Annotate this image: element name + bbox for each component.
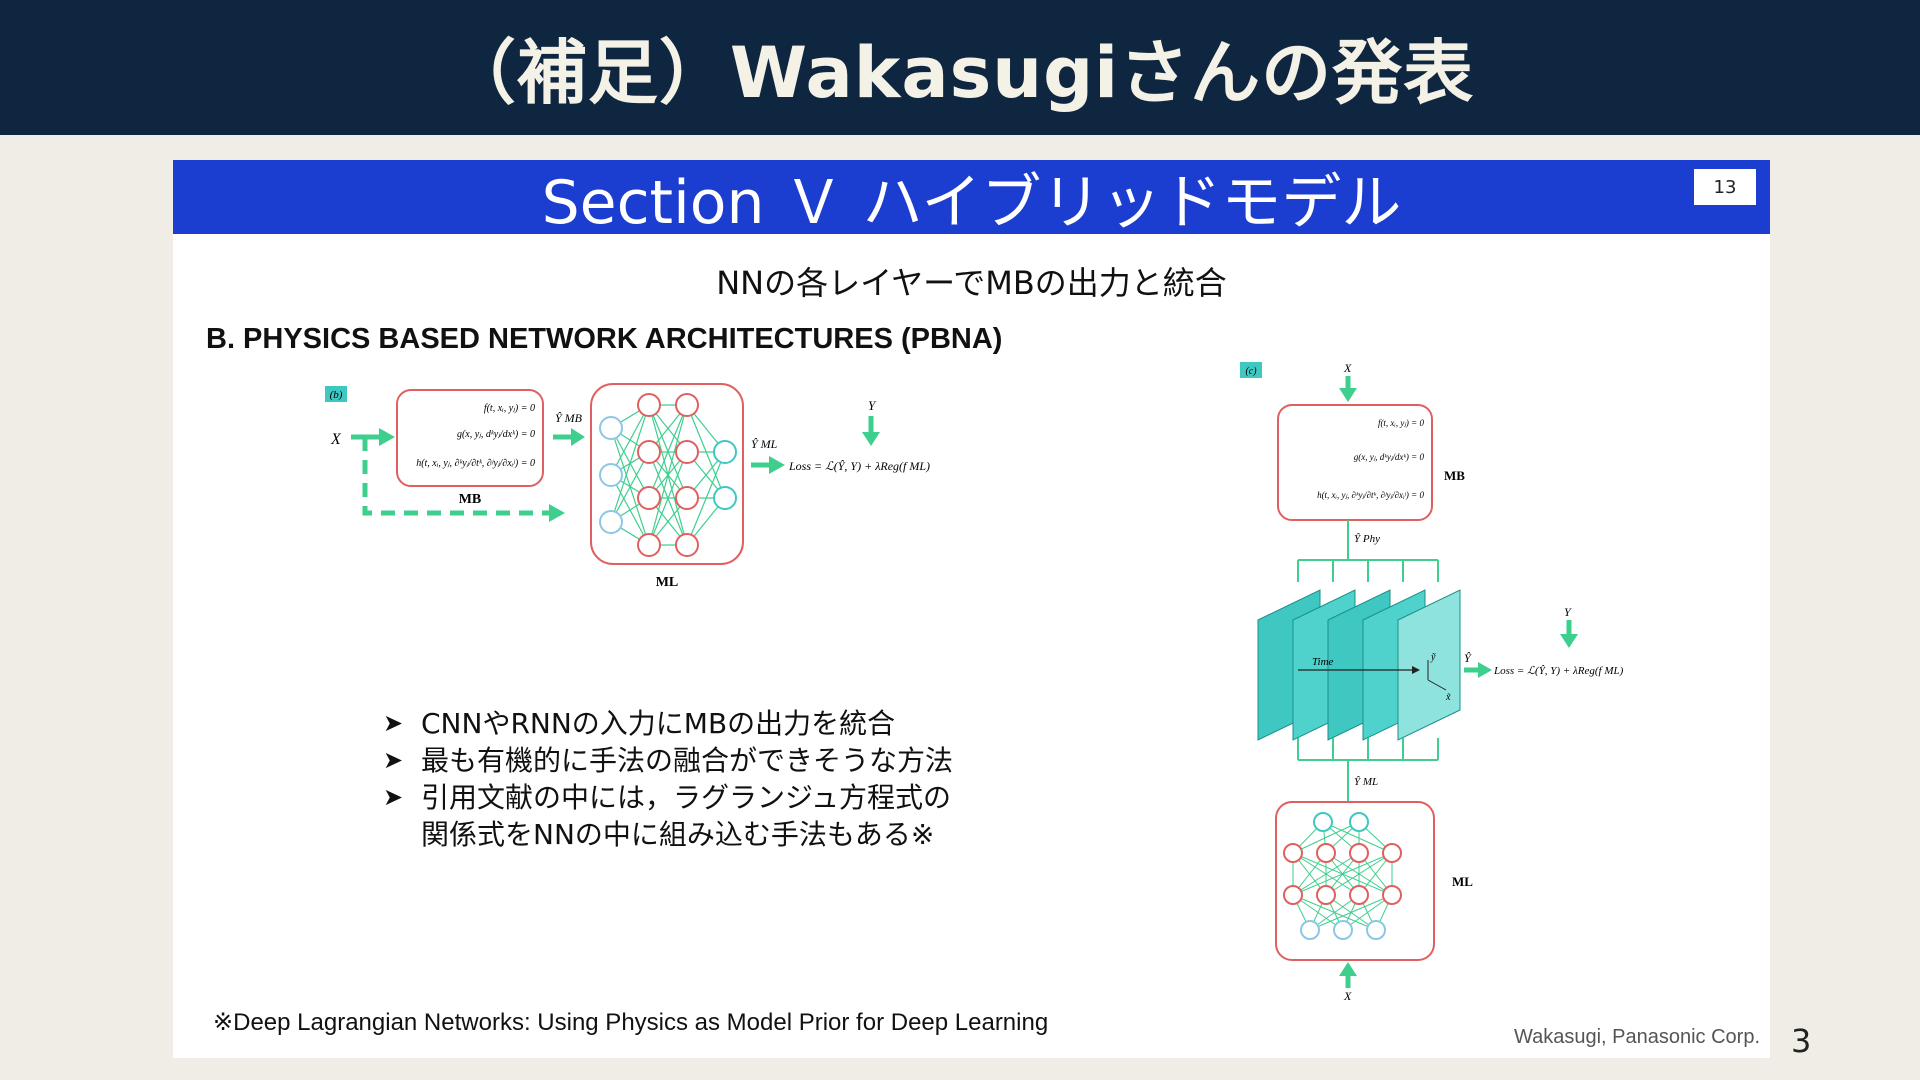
diagram-c-nn-nodes [1283,812,1402,940]
diagram-c-eq1: f(t, xᵢ, yⱼ) = 0 [1378,418,1425,428]
slide-number: 13 [1694,169,1756,205]
bullet-item: 最も有機的に手法の融合ができそうな方法 [383,742,953,779]
diagram-c-mb-box [1277,404,1433,521]
arrow-mb-to-ml-head [571,428,585,446]
credit: Wakasugi, Panasonic Corp. [1513,1026,1760,1048]
diagram-c-y-ml: Ŷ ML [1354,776,1378,788]
diagram-c-y-phy: Ŷ Phy [1354,533,1380,545]
diagram-b-input: X [330,431,342,448]
diagram-c-axis-x-label: x̃ [1445,692,1451,703]
header-title: （補足）Wakasugiさんの発表 [445,32,1475,114]
arrow-c-out-head [1478,662,1492,678]
diagram-b: (b) X f(t, xᵢ, yⱼ) = 0 g(x, yⱼ, dᵏyⱼ/dxᵏ… [325,383,930,590]
diagram-c-axis-y-label: ỹ [1430,652,1436,663]
diagram-b-eq2: g(x, yⱼ, dᵏyⱼ/dxᵏ) = 0 [457,429,535,440]
diagram-b-target: Y [868,398,877,413]
diagram-c-axis-x [1427,679,1447,691]
arrow-c-x-up-head [1339,962,1357,976]
arrow-c-y-down-head [1560,634,1578,648]
bullet-item: 引用文献の中には，ラグランジュ方程式の [383,779,953,816]
header-bar: （補足）Wakasugiさんの発表 [0,0,1920,135]
diagram-c-ml-box [1275,801,1435,961]
diagram-c-ml-label: ML [1452,874,1473,889]
diagram-b-eq1: f(t, xᵢ, yⱼ) = 0 [484,403,535,414]
diagram-b-loss: Loss = ℒ(Ŷ, Y) + λReg(f ML) [788,459,930,473]
footnote: ※Deep Lagrangian Networks: Using Physics… [213,1009,1049,1036]
diagram-b-y-mb: Ŷ MB [555,411,583,425]
diagram-b-tag-bg [325,386,347,402]
diagram-c-ml-fanin [1297,738,1439,761]
diagram-c-layer-stack [1257,589,1461,741]
arrow-y-down-head [862,432,880,446]
diagram-c: (c) X f(t, xᵢ, yⱼ) = 0 g(x, yⱼ, dᵏyⱼ/dxᵏ… [1240,361,1624,1000]
bullet-item: CNNやRNNの入力にMBの出力を統合 [383,705,953,742]
section-bar: Section Ｖ ハイブリッドモデル 13 [173,160,1770,238]
diagram-c-tag-bg [1240,362,1262,378]
diagram-c-target: Y [1564,605,1572,619]
diagram-c-eq2: g(x, yⱼ, dᵏyⱼ/dxᵏ) = 0 [1354,452,1425,462]
diagram-c-mb-label: MB [1444,468,1465,483]
pbna-heading: B. PHYSICS BASED NETWORK ARCHITECTURES (… [206,323,1003,355]
bullet-item-continuation: 関係式をNNの中に組み込む手法もある※ [421,818,935,851]
diagram-c-input-bottom: X [1343,989,1352,1000]
diagram-c-y-hat: Ŷ [1464,651,1472,665]
diagram-b-ml-label: ML [656,575,679,590]
diagram-c-eq3: h(t, xᵢ, yⱼ, ∂ᵏyⱼ/∂tᵏ, ∂ʲyⱼ/∂xᵢʲ) = 0 [1317,490,1424,500]
diagram-c-phy-fanout [1297,559,1439,582]
diagram-c-time-axis-head [1412,666,1420,674]
diagram-b-mb-label: MB [459,492,482,507]
arrow-ml-to-loss-head [769,456,785,474]
arrow-bypass-dashed [362,437,551,516]
diagram-c-time-label: Time [1312,656,1334,668]
arrow-c-x-down-head [1339,388,1357,402]
diagram-b-eq3: h(t, xᵢ, yⱼ, ∂ᵏyⱼ/∂tᵏ, ∂ʲyⱼ/∂xᵢʲ) = 0 [416,458,535,469]
diagram-b-mb-box [396,389,544,487]
diagram-c-tag: (c) [1245,366,1257,377]
diagram-b-tag: (b) [330,389,343,401]
slide-subtitle: NNの各レイヤーでMBの出力と統合 [716,264,1227,302]
arrow-x-to-mb-head [379,428,395,446]
diagram-b-nn-nodes [599,393,737,557]
diagram-c-loss: Loss = ℒ(Ŷ, Y) + λReg(f ML) [1493,665,1624,677]
slide-frame: Section Ｖ ハイブリッドモデル 13 NNの各レイヤーでMBの出力と統合… [173,160,1770,1058]
bullet-list: CNNやRNNの入力にMBの出力を統合 最も有機的に手法の融合ができそうな方法 … [383,705,953,853]
diagram-b-y-ml: Ŷ ML [751,437,778,451]
page-number: 3 [1791,1022,1812,1060]
section-title: Section Ｖ ハイブリッドモデル [541,167,1402,238]
arrow-bypass-head [549,504,565,522]
diagram-c-input-top: X [1343,361,1352,375]
